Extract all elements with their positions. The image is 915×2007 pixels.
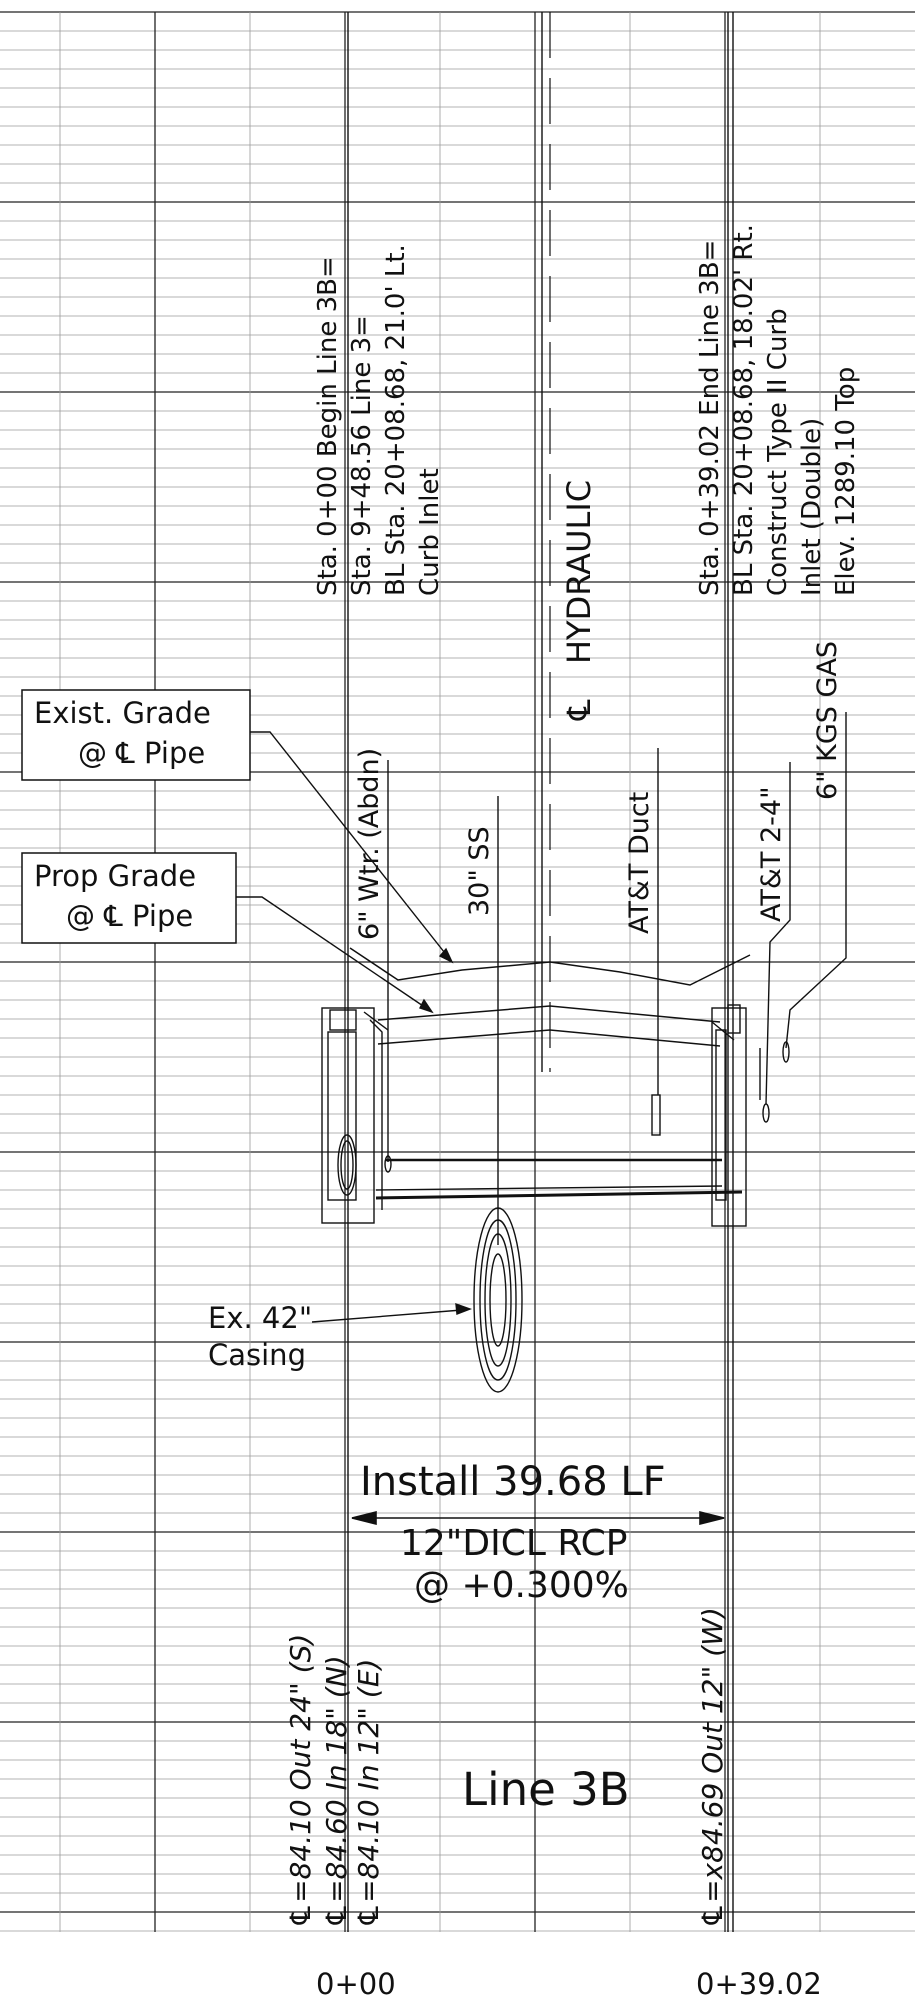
- casing-label-1: Ex. 42": [208, 1301, 312, 1335]
- svg-text:℄=84.10 Out 24" (S): ℄=84.10 Out 24" (S): [284, 1634, 317, 1928]
- exist-grade-label-1: Exist. Grade: [34, 696, 211, 730]
- svg-text:HYDRAULIC: HYDRAULIC: [560, 480, 598, 664]
- svg-text:Sta. 0+39.02 End Line 3B=: Sta. 0+39.02 End Line 3B=: [695, 240, 725, 596]
- inlet-structures: [321, 1004, 747, 1227]
- svg-text:6" Wtr. (Abdn): 6" Wtr. (Abdn): [354, 748, 385, 940]
- pipe-install-label: Install 39.68 LF: [360, 1459, 666, 1505]
- begin-notes: Sta. 0+00 Begin Line 3B= Sta. 9+48.56 Li…: [313, 244, 445, 596]
- svg-text:BL Sta. 20+08.68, 21.0' Lt.: BL Sta. 20+08.68, 21.0' Lt.: [381, 244, 411, 596]
- end-notes: Sta. 0+39.02 End Line 3B= BL Sta. 20+08.…: [695, 224, 861, 596]
- station-start-label: 0+00: [316, 1967, 396, 2001]
- svg-text:AT&T 2-4": AT&T 2-4": [756, 786, 787, 922]
- prop-grade-label-2: @ ℄ Pipe: [66, 899, 193, 933]
- centerline-label: ℄ HYDRAULIC: [560, 480, 598, 721]
- prop-grade-label-1: Prop Grade: [34, 859, 196, 893]
- station-end-label: 0+39.02: [696, 1967, 822, 2001]
- grade-profiles: [349, 947, 751, 1047]
- drawing-grid: [0, 11, 915, 1932]
- proposed-grade-line: [377, 1005, 721, 1023]
- hydraulic-centerline: [541, 12, 551, 1072]
- casing-rings: [473, 1207, 523, 1393]
- exist-grade-label-2: @ ℄ Pipe: [78, 736, 205, 770]
- casing-label-2: Casing: [208, 1338, 306, 1372]
- svg-text:℄=84.10 In 12" (E): ℄=84.10 In 12" (E): [352, 1659, 385, 1928]
- svg-text:℄=84.60 In 18" (N): ℄=84.60 In 18" (N): [320, 1655, 353, 1928]
- utility-labels: 6" Wtr. (Abdn) 30" SS AT&T Duct AT&T 2-4…: [354, 641, 843, 940]
- pipe-dimension-line: [351, 1510, 725, 1526]
- station-lines: [347, 12, 734, 1932]
- utility-drops: [375, 712, 847, 1245]
- pipe-material-label: 12"DICL RCP: [400, 1523, 627, 1564]
- pipe-slope-label: @ +0.300%: [414, 1565, 629, 1606]
- svg-text:℄=x84.69 Out 12" (W): ℄=x84.69 Out 12" (W): [696, 1607, 729, 1928]
- svg-text:BL Sta. 20+08.68, 18.02' Rt.: BL Sta. 20+08.68, 18.02' Rt.: [729, 224, 759, 596]
- svg-text:Inlet (Double): Inlet (Double): [797, 418, 827, 596]
- existing-grade-line: [349, 947, 751, 986]
- svg-text:Sta. 0+00 Begin Line 3B=: Sta. 0+00 Begin Line 3B=: [313, 256, 343, 596]
- svg-text:6" KGS GAS: 6" KGS GAS: [812, 641, 843, 800]
- drawing-title: Line 3B: [462, 1763, 630, 1816]
- svg-text:Elev. 1289.10 Top: Elev. 1289.10 Top: [831, 367, 861, 596]
- svg-text:Construct Type II Curb: Construct Type II Curb: [763, 308, 793, 596]
- svg-text:℄: ℄: [560, 699, 598, 721]
- grade-label-boxes: [21, 689, 251, 944]
- invert-labels: ℄=84.10 Out 24" (S) ℄=84.60 In 18" (N) ℄…: [284, 1607, 729, 1928]
- svg-text:AT&T Duct: AT&T Duct: [624, 792, 655, 934]
- leader-lines: [236, 731, 473, 1323]
- svg-text:Curb Inlet: Curb Inlet: [415, 468, 445, 596]
- svg-text:Sta. 9+48.56 Line 3=: Sta. 9+48.56 Line 3=: [347, 315, 377, 596]
- svg-text:30" SS: 30" SS: [464, 826, 495, 916]
